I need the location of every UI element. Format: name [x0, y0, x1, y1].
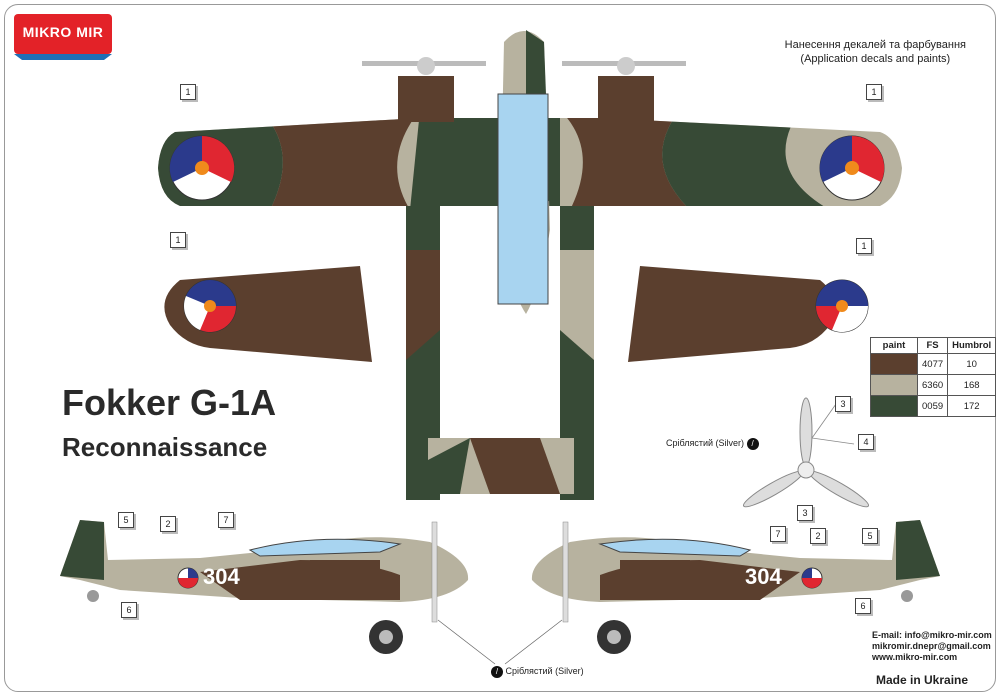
brush-icon: / [746, 438, 759, 450]
contact-info: E-mail: info@mikro-mir.com mikromir.dnep… [872, 630, 992, 663]
contact-email: E-mail: info@mikro-mir.com [872, 630, 992, 640]
roundel-right-wing [819, 135, 885, 201]
callout-1-underwing-right: 1 [856, 238, 872, 254]
roundel-left-wing [169, 135, 235, 201]
paint-swatch [870, 374, 918, 396]
callout-2-left: 2 [160, 516, 176, 532]
contact-web: www.mikro-mir.com [872, 652, 958, 662]
left-engine [398, 76, 454, 122]
paint-col-header: paint [870, 337, 918, 354]
fs-code: 0059 [916, 395, 949, 417]
humbrol-code: 10 [947, 353, 997, 375]
callout-1-right-wing: 1 [866, 84, 882, 100]
contact-email2: mikromir.dnepr@gmail.com [872, 641, 991, 651]
fs-code: 6360 [916, 374, 949, 396]
callout-6-left: 6 [121, 602, 137, 618]
logo-text: MIKRO MIR [22, 24, 104, 40]
callout-1-left-wing: 1 [180, 84, 196, 100]
aircraft-number-left: 304 [203, 564, 240, 589]
callout-7-right: 7 [770, 526, 786, 542]
silver-label-prop: Сріблястий (Silver) / [666, 438, 759, 450]
title-model: Fokker G-1A [62, 382, 277, 423]
callout-3-top: 3 [835, 396, 851, 412]
paint-swatch [870, 395, 918, 417]
humbrol-col-header: Humbrol [947, 337, 997, 354]
callout-6-right: 6 [855, 598, 871, 614]
underwing-left [164, 266, 372, 362]
callout-3-bottom: 3 [797, 505, 813, 521]
paint-row: 0059 172 [870, 395, 997, 417]
header-line2: (Application decals and paints) [800, 53, 951, 65]
mikro-mir-logo [14, 14, 112, 60]
propeller-detail [742, 397, 870, 508]
paint-row: 6360 168 [870, 374, 997, 396]
brush-icon: / [491, 666, 503, 678]
paint-table: paint FS Humbrol 4077 10 6360 168 0059 1… [870, 337, 997, 417]
humbrol-code: 172 [947, 395, 997, 417]
roundel-underwing-right [815, 279, 869, 333]
underwing-right [628, 266, 836, 362]
silver-label-text: Сріблястий (Silver) [505, 666, 584, 676]
aircraft-number-right: 304 [745, 564, 782, 589]
paint-table-header: paint FS Humbrol [870, 337, 997, 354]
paint-row: 4077 10 [870, 353, 997, 375]
header-line1: Нанесення декалей та фарбування [784, 39, 966, 51]
made-in-label: Made in Ukraine [876, 673, 969, 687]
paint-swatch [870, 353, 918, 375]
silver-label-bottom: / Сріблястий (Silver) [491, 666, 584, 678]
title-variant: Reconnaissance [62, 432, 268, 462]
callout-1-underwing-left: 1 [170, 232, 186, 248]
side-view-left [60, 520, 469, 654]
callout-4: 4 [858, 434, 874, 450]
fs-col-header: FS [916, 337, 949, 354]
fs-code: 4077 [916, 353, 949, 375]
callout-5-left: 5 [118, 512, 134, 528]
side-view-right [531, 520, 940, 654]
callout-7-left: 7 [218, 512, 234, 528]
right-engine [598, 76, 654, 122]
canopy [497, 93, 549, 305]
callout-5-right: 5 [862, 528, 878, 544]
humbrol-code: 168 [947, 374, 997, 396]
header-text: Нанесення декалей та фарбування (Applica… [785, 38, 966, 66]
callout-2-right: 2 [810, 528, 826, 544]
roundel-underwing-left [183, 279, 237, 333]
silver-label-text: Сріблястий (Silver) [666, 438, 745, 448]
